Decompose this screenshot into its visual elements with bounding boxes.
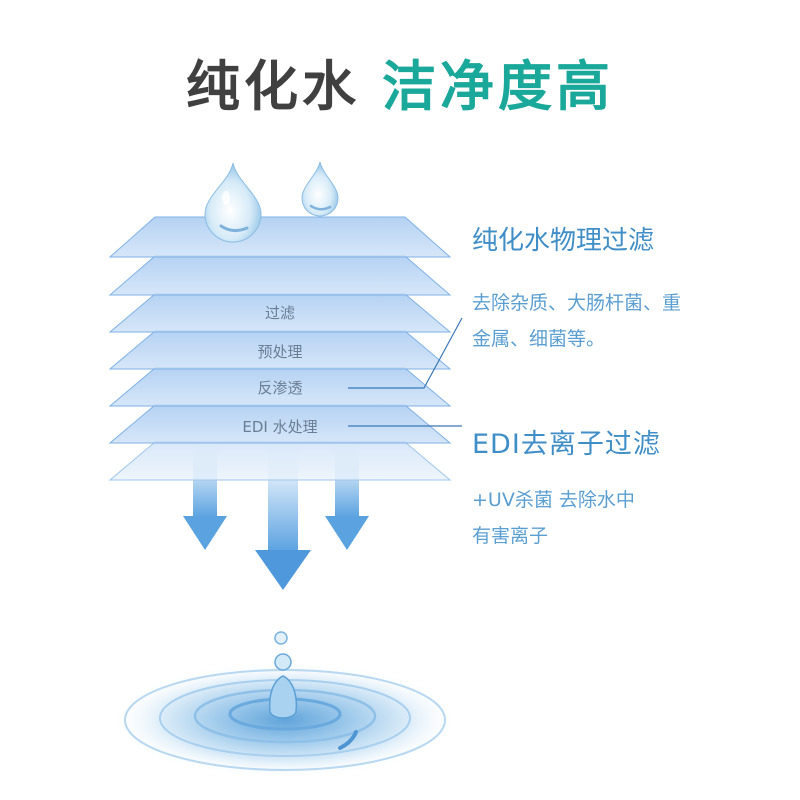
filter-layer — [108, 216, 452, 258]
physical-filter-description-line: 去除杂质、大肠杆菌、重 — [472, 292, 682, 314]
connector-line-physical — [348, 317, 463, 389]
layer-label-pretreatment: 预处理 — [257, 343, 303, 361]
filter-layer — [108, 441, 452, 481]
physical-filter-heading: 纯化水物理过滤 — [472, 226, 655, 256]
edi-filter-heading: EDI去离子过滤 — [472, 429, 661, 460]
layer-label-filter: 过滤 — [264, 304, 296, 322]
water-drop-icon — [204, 162, 262, 243]
filter-layers — [108, 216, 452, 481]
layer-label-reverse-osmosis: 反渗透 — [257, 379, 303, 397]
edi-filter-description: +UV杀菌 去除水中 有害离子 — [472, 482, 635, 554]
edi-filter-description-line: 有害离子 — [472, 525, 549, 547]
filter-layer — [108, 255, 452, 296]
page-title: 纯化水洁净度高 — [0, 52, 800, 122]
title-part-purified-water: 纯化水 — [186, 55, 360, 118]
layer-label-edi-treatment: EDI 水处理 — [242, 418, 318, 436]
title-part-high-cleanliness: 洁净度高 — [382, 55, 614, 118]
physical-filter-description-line: 金属、细菌等。 — [472, 328, 606, 350]
physical-filter-description: 去除杂质、大肠杆菌、重 金属、细菌等。 — [472, 285, 681, 357]
edi-filter-description-line: +UV杀菌 去除水中 — [472, 489, 635, 511]
water-ripple-icon — [110, 631, 460, 778]
water-drop-icon — [301, 161, 339, 217]
